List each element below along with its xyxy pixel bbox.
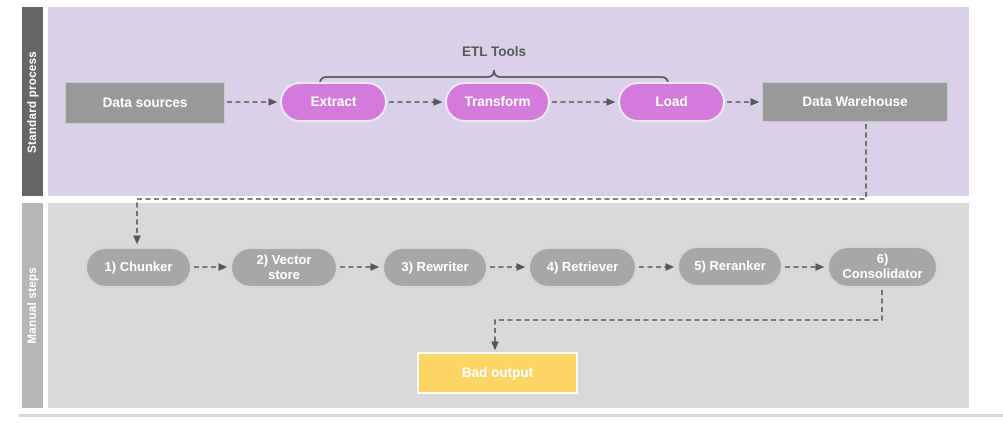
node-load: Load bbox=[618, 82, 725, 122]
node-rewriter: 3) Rewriter bbox=[382, 247, 488, 288]
node-data-warehouse: Data Warehouse bbox=[762, 82, 948, 122]
node-extract: Extract bbox=[280, 82, 387, 122]
lane-label-text: Standard process bbox=[26, 50, 39, 153]
node-label: 6) Consolidator bbox=[842, 251, 923, 281]
node-vector-store: 2) Vector store bbox=[230, 247, 338, 288]
lane-label-manual-steps: Manual steps bbox=[22, 203, 43, 408]
node-label: 4) Retriever bbox=[546, 259, 619, 275]
node-bad-output: Bad output bbox=[417, 352, 578, 394]
node-label: 5) Reranker bbox=[694, 258, 766, 274]
lane-label-text: Manual steps bbox=[26, 267, 39, 344]
node-reranker: 5) Reranker bbox=[677, 246, 783, 287]
node-label: Load bbox=[655, 94, 688, 110]
node-label: Transform bbox=[464, 94, 531, 110]
node-label: Data Warehouse bbox=[802, 94, 908, 110]
node-label: Bad output bbox=[461, 365, 534, 381]
node-label: Data sources bbox=[102, 95, 188, 111]
bottom-separator-line bbox=[19, 414, 1003, 417]
etl-tools-label: ETL Tools bbox=[462, 44, 526, 59]
lane-label-standard-process: Standard process bbox=[22, 7, 43, 196]
node-label: 2) Vector store bbox=[256, 251, 312, 282]
node-retriever: 4) Retriever bbox=[528, 247, 637, 288]
node-label: 1) Chunker bbox=[104, 259, 173, 275]
node-label: Extract bbox=[310, 94, 357, 110]
node-data-sources: Data sources bbox=[65, 82, 225, 124]
node-consolidator: 6) Consolidator bbox=[827, 246, 938, 288]
node-chunker: 1) Chunker bbox=[85, 247, 192, 288]
node-label: 3) Rewriter bbox=[401, 259, 469, 275]
node-transform: Transform bbox=[445, 82, 550, 122]
